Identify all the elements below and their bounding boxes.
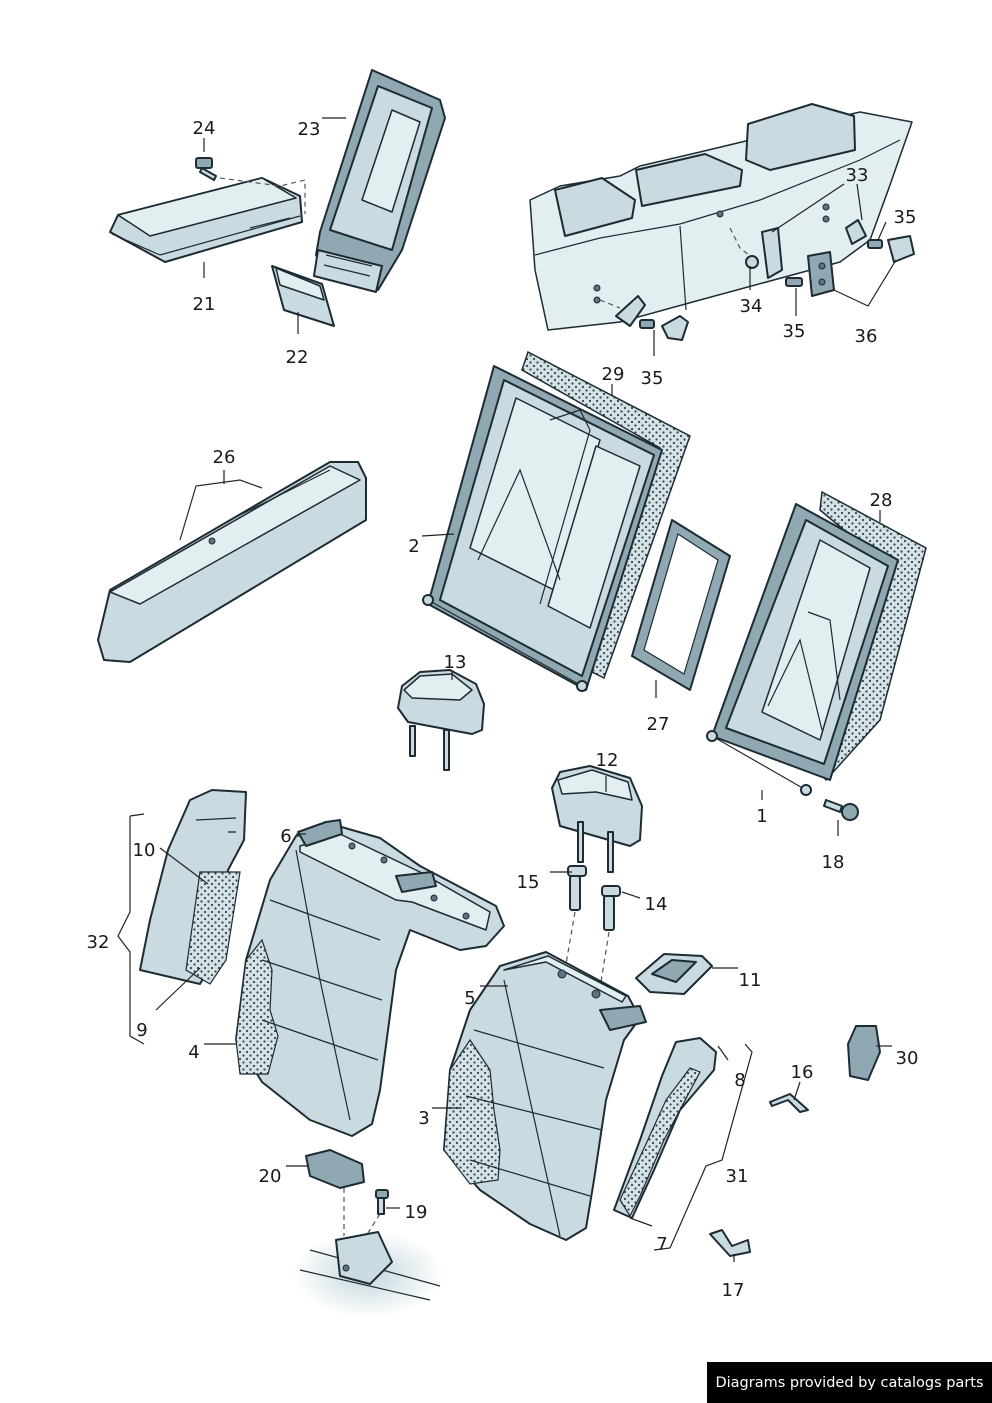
callout-4: 4	[188, 1042, 199, 1063]
part-cap-11	[635, 953, 713, 995]
callout-35-middle: 35	[783, 321, 806, 342]
callout-34: 34	[740, 296, 763, 317]
part-backrest-cover-4	[235, 825, 505, 1137]
callout-9: 9	[136, 1020, 147, 1041]
part-bracket-20	[305, 1149, 365, 1189]
callout-24: 24	[193, 118, 216, 139]
part-guide-14	[601, 885, 621, 931]
callout-27: 27	[647, 714, 670, 735]
callout-32: 32	[87, 932, 110, 953]
part-screw-24	[195, 157, 217, 181]
callout-7: 7	[656, 1234, 667, 1255]
callout-20: 20	[259, 1166, 282, 1187]
callout-15: 15	[517, 872, 540, 893]
part-clip-16	[769, 1093, 809, 1113]
callout-26: 26	[213, 447, 236, 468]
callout-3: 3	[418, 1108, 429, 1129]
part-armrest-26	[97, 461, 367, 663]
callout-5: 5	[464, 988, 475, 1009]
part-clip-6	[297, 819, 343, 847]
part-floor-detail	[292, 1230, 444, 1318]
callout-29: 29	[602, 364, 625, 385]
part-clip-17	[709, 1229, 751, 1257]
part-side-bolster-8	[613, 1037, 717, 1219]
part-bracket-lower	[615, 295, 689, 341]
callout-30: 30	[896, 1048, 919, 1069]
part-cover-22	[271, 265, 335, 327]
callout-6: 6	[280, 826, 291, 847]
part-rear-bench-backrest	[529, 103, 913, 331]
part-guide-15	[567, 865, 587, 911]
callout-labels: 1 2 3 4 5 6 7 8 9 10 11 12 13 14 15 16 1…	[87, 118, 919, 1301]
callout-36: 36	[855, 326, 878, 347]
callout-28: 28	[870, 490, 893, 511]
part-screw-19	[375, 1189, 389, 1215]
callout-17: 17	[722, 1280, 745, 1301]
part-side-bolster-10	[139, 789, 247, 985]
part-backrest-frame-1	[706, 503, 899, 796]
callout-23: 23	[298, 119, 321, 140]
callout-21: 21	[193, 294, 216, 315]
attribution-text: Diagrams provided by catalogs parts	[715, 1374, 984, 1391]
part-backrest-cover-3	[443, 951, 647, 1241]
callout-2: 2	[408, 536, 419, 557]
part-washer-34	[745, 255, 759, 269]
part-screw-35	[785, 277, 803, 287]
part-armrest-cushion-21	[109, 177, 303, 263]
callout-22: 22	[286, 347, 309, 368]
part-headrest-12	[551, 765, 643, 873]
callout-31: 31	[726, 1166, 749, 1187]
callout-14: 14	[645, 894, 668, 915]
part-backrest-frame-2	[422, 365, 663, 692]
callout-13: 13	[444, 652, 467, 673]
callout-18: 18	[822, 852, 845, 873]
part-armrest-frame-23	[313, 69, 446, 293]
part-plate-36	[807, 251, 835, 297]
part-bracket-30	[847, 1025, 881, 1081]
callout-19: 19	[405, 1202, 428, 1223]
part-panel-27	[631, 519, 731, 691]
callout-35-left: 35	[641, 368, 664, 389]
attribution-banner: Diagrams provided by catalogs parts	[707, 1362, 992, 1403]
callout-11: 11	[739, 970, 762, 991]
part-bolt-18	[823, 799, 859, 821]
callout-33: 33	[846, 165, 869, 186]
callout-1: 1	[756, 806, 767, 827]
part-headrest-13	[397, 669, 485, 771]
callout-8: 8	[734, 1070, 745, 1091]
callout-10: 10	[133, 840, 156, 861]
leader-lines	[155, 117, 897, 1262]
part-bracket-33	[761, 219, 915, 279]
callout-12: 12	[596, 750, 619, 771]
callout-35-right: 35	[894, 207, 917, 228]
callout-16: 16	[791, 1062, 814, 1083]
